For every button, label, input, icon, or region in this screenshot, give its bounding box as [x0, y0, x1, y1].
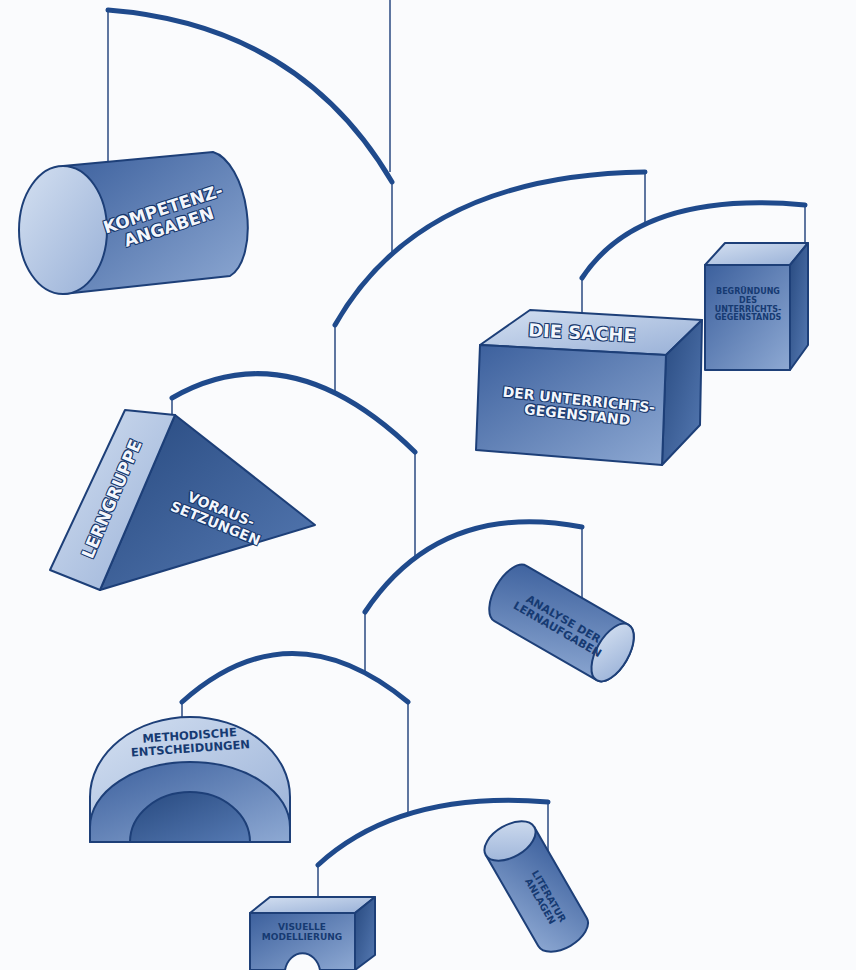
thread: [804, 205, 806, 246]
mobile-bar: [335, 172, 645, 325]
shape-face: [90, 717, 290, 842]
thread: [391, 182, 393, 255]
shape-face: [478, 813, 595, 960]
cylinder-shape: KOMPETENZ- ANGABEN: [8, 148, 248, 298]
prism-shape: LERNGRUPPEVORAUS- SETZUNGEN: [50, 405, 320, 595]
shape-face: [90, 762, 290, 842]
shape-face: [250, 913, 355, 970]
shape-face: [476, 345, 666, 465]
bars: [108, 10, 805, 865]
cylinder-shape: ANALYSE DER LERNAUFGABEN: [480, 555, 650, 695]
shape-label: BEGRÜNDUNG DES UNTERRICHTS- GEGENSTANDS: [706, 288, 790, 323]
thread: [644, 172, 646, 224]
shape-face: [355, 897, 375, 970]
thread: [389, 0, 391, 172]
thread: [407, 702, 409, 815]
half-cylinder-shape: METHODISCHE ENTSCHEIDUNGEN: [85, 712, 300, 847]
shape-face: [19, 166, 107, 294]
shape-face: [478, 813, 542, 869]
cube-shape: BEGRÜNDUNG DES UNTERRICHTS- GEGENSTANDS: [700, 240, 812, 375]
cylinder-shape: LITERATUR ANLAGEN: [470, 825, 610, 960]
thread: [581, 527, 583, 600]
thread: [364, 612, 366, 671]
shape-face: [50, 410, 175, 590]
box-shape: DIE SACHEDER UNTERRICHTS- GEGENSTAND: [470, 300, 710, 470]
shape-face: [790, 243, 808, 370]
shape-label: VISUELLE MODELLIERUNG: [255, 923, 350, 943]
shape-face: [481, 558, 643, 688]
thread: [107, 10, 109, 165]
thread: [334, 325, 336, 393]
shape-face: [662, 320, 702, 465]
arch-block-shape: VISUELLE MODELLIERUNG: [245, 895, 380, 970]
shape-face: [250, 897, 375, 913]
shape-face: [481, 558, 643, 688]
thread: [414, 452, 416, 557]
shape-face: [705, 265, 790, 370]
mobile-bar: [182, 654, 408, 703]
shape-face: [130, 792, 250, 842]
mobile-bar: [108, 10, 392, 182]
